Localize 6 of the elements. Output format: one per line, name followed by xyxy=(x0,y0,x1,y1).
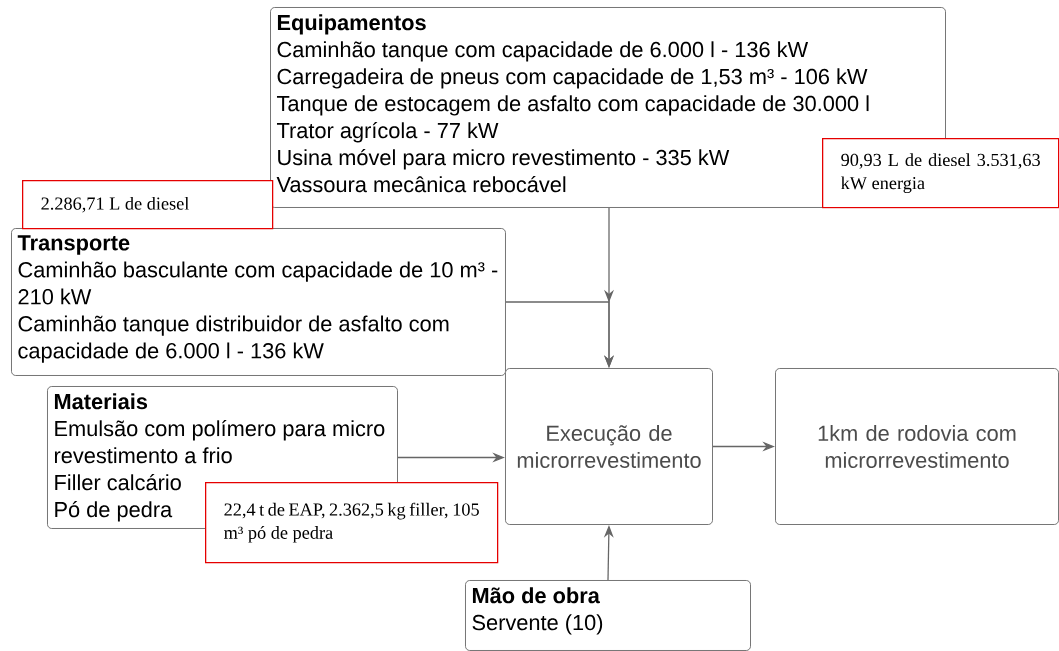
note-box: 2.286,71 L de diesel xyxy=(22,180,274,230)
process-box: Mão de obra Servente (10) xyxy=(465,580,751,651)
note-box: 90,93 L de diesel 3.531,63 kW energia xyxy=(822,138,1059,209)
process-box: Execução de microrrevestimento xyxy=(505,368,713,525)
note-box: 22,4 t de EAP, 2.362,5 kg filler, 105 m³ pó de pedra xyxy=(205,482,499,564)
process-box: 1km de rodovia com microrrevestimento xyxy=(775,368,1059,525)
